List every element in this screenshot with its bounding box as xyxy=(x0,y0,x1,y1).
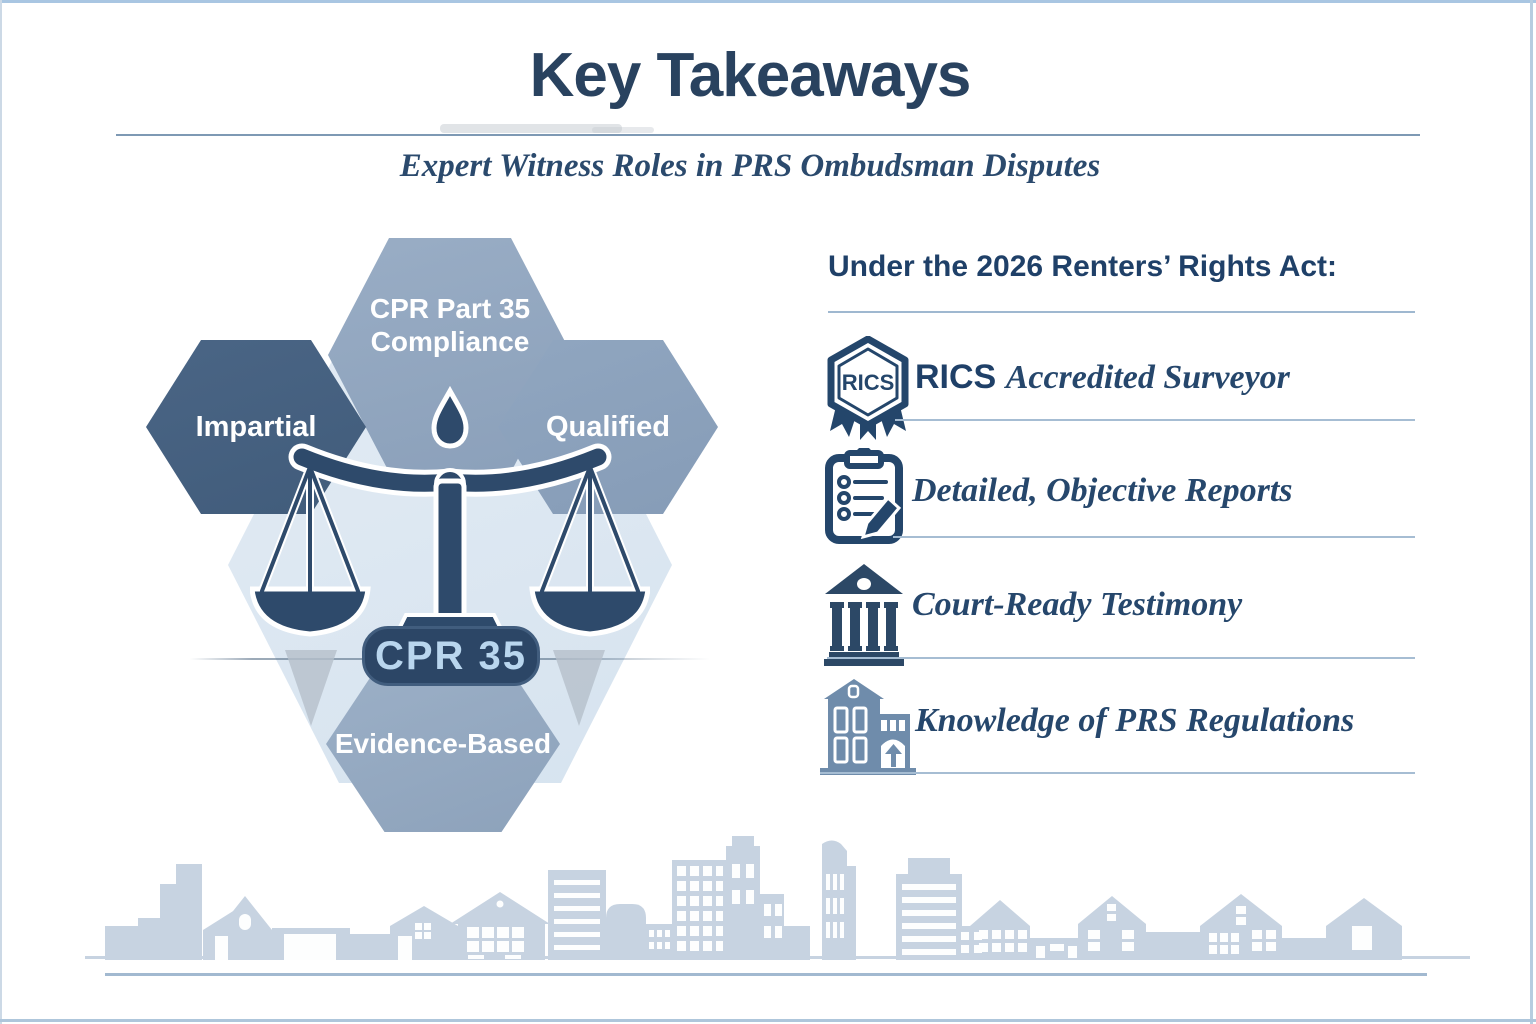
panel-heading: Under the 2026 Renters’ Rights Act: xyxy=(828,250,1338,283)
city-skyline-illustration xyxy=(85,836,1470,960)
hexagon-label: Evidence-Based xyxy=(334,728,552,759)
badge-label: CPR 35 xyxy=(374,633,528,678)
hexagon-label: Impartial xyxy=(195,410,317,443)
scales-of-justice-icon xyxy=(250,385,650,637)
page-subtitle: Expert Witness Roles in PRS Ombudsman Di… xyxy=(399,148,1101,184)
item-divider xyxy=(827,657,1415,659)
heading-divider xyxy=(828,311,1415,313)
item-knowledge-of-prs-regulations: Knowledge of PRS Regulations xyxy=(915,702,1354,740)
smudge-artifact xyxy=(592,127,654,133)
apartment-building-icon xyxy=(820,679,916,775)
frame-left-line xyxy=(0,0,2,1024)
smudge-artifact xyxy=(440,124,622,133)
clipboard-checklist-icon xyxy=(825,448,903,544)
frame-top-line xyxy=(0,0,1536,3)
item-divider xyxy=(895,419,1415,421)
item-text: Accredited Surveyor xyxy=(1005,359,1290,396)
item-text: Court-Ready Testimony xyxy=(912,586,1243,623)
item-text: Knowledge of PRS Regulations xyxy=(915,702,1355,739)
title-divider xyxy=(116,134,1420,136)
hexagon-label-line2: Compliance xyxy=(370,326,530,357)
cpr-35-badge: CPR 35 xyxy=(362,626,540,686)
item-detailed-objective-reports: Detailed, Objective Reports xyxy=(912,472,1293,510)
hexagon-label-line1: CPR Part 35 xyxy=(369,292,531,324)
item-divider xyxy=(893,536,1415,538)
item-divider xyxy=(820,772,1415,774)
courthouse-icon xyxy=(824,564,904,666)
bottom-divider xyxy=(105,973,1427,976)
hexagon-label: Qualified xyxy=(545,410,671,443)
svg-text:RICS: RICS xyxy=(842,370,895,395)
item-text-bold: RICS xyxy=(915,358,1006,396)
frame-right-line xyxy=(1530,0,1533,1024)
page-title: Key Takeaways xyxy=(529,41,972,110)
item-rics-accredited-surveyor: RICS Accredited Surveyor xyxy=(915,358,1290,397)
item-text: Detailed, Objective Reports xyxy=(912,472,1293,509)
rics-badge-icon: RICS xyxy=(827,336,909,440)
frame-bottom-line xyxy=(0,1019,1536,1022)
item-court-ready-testimony: Court-Ready Testimony xyxy=(912,586,1242,624)
